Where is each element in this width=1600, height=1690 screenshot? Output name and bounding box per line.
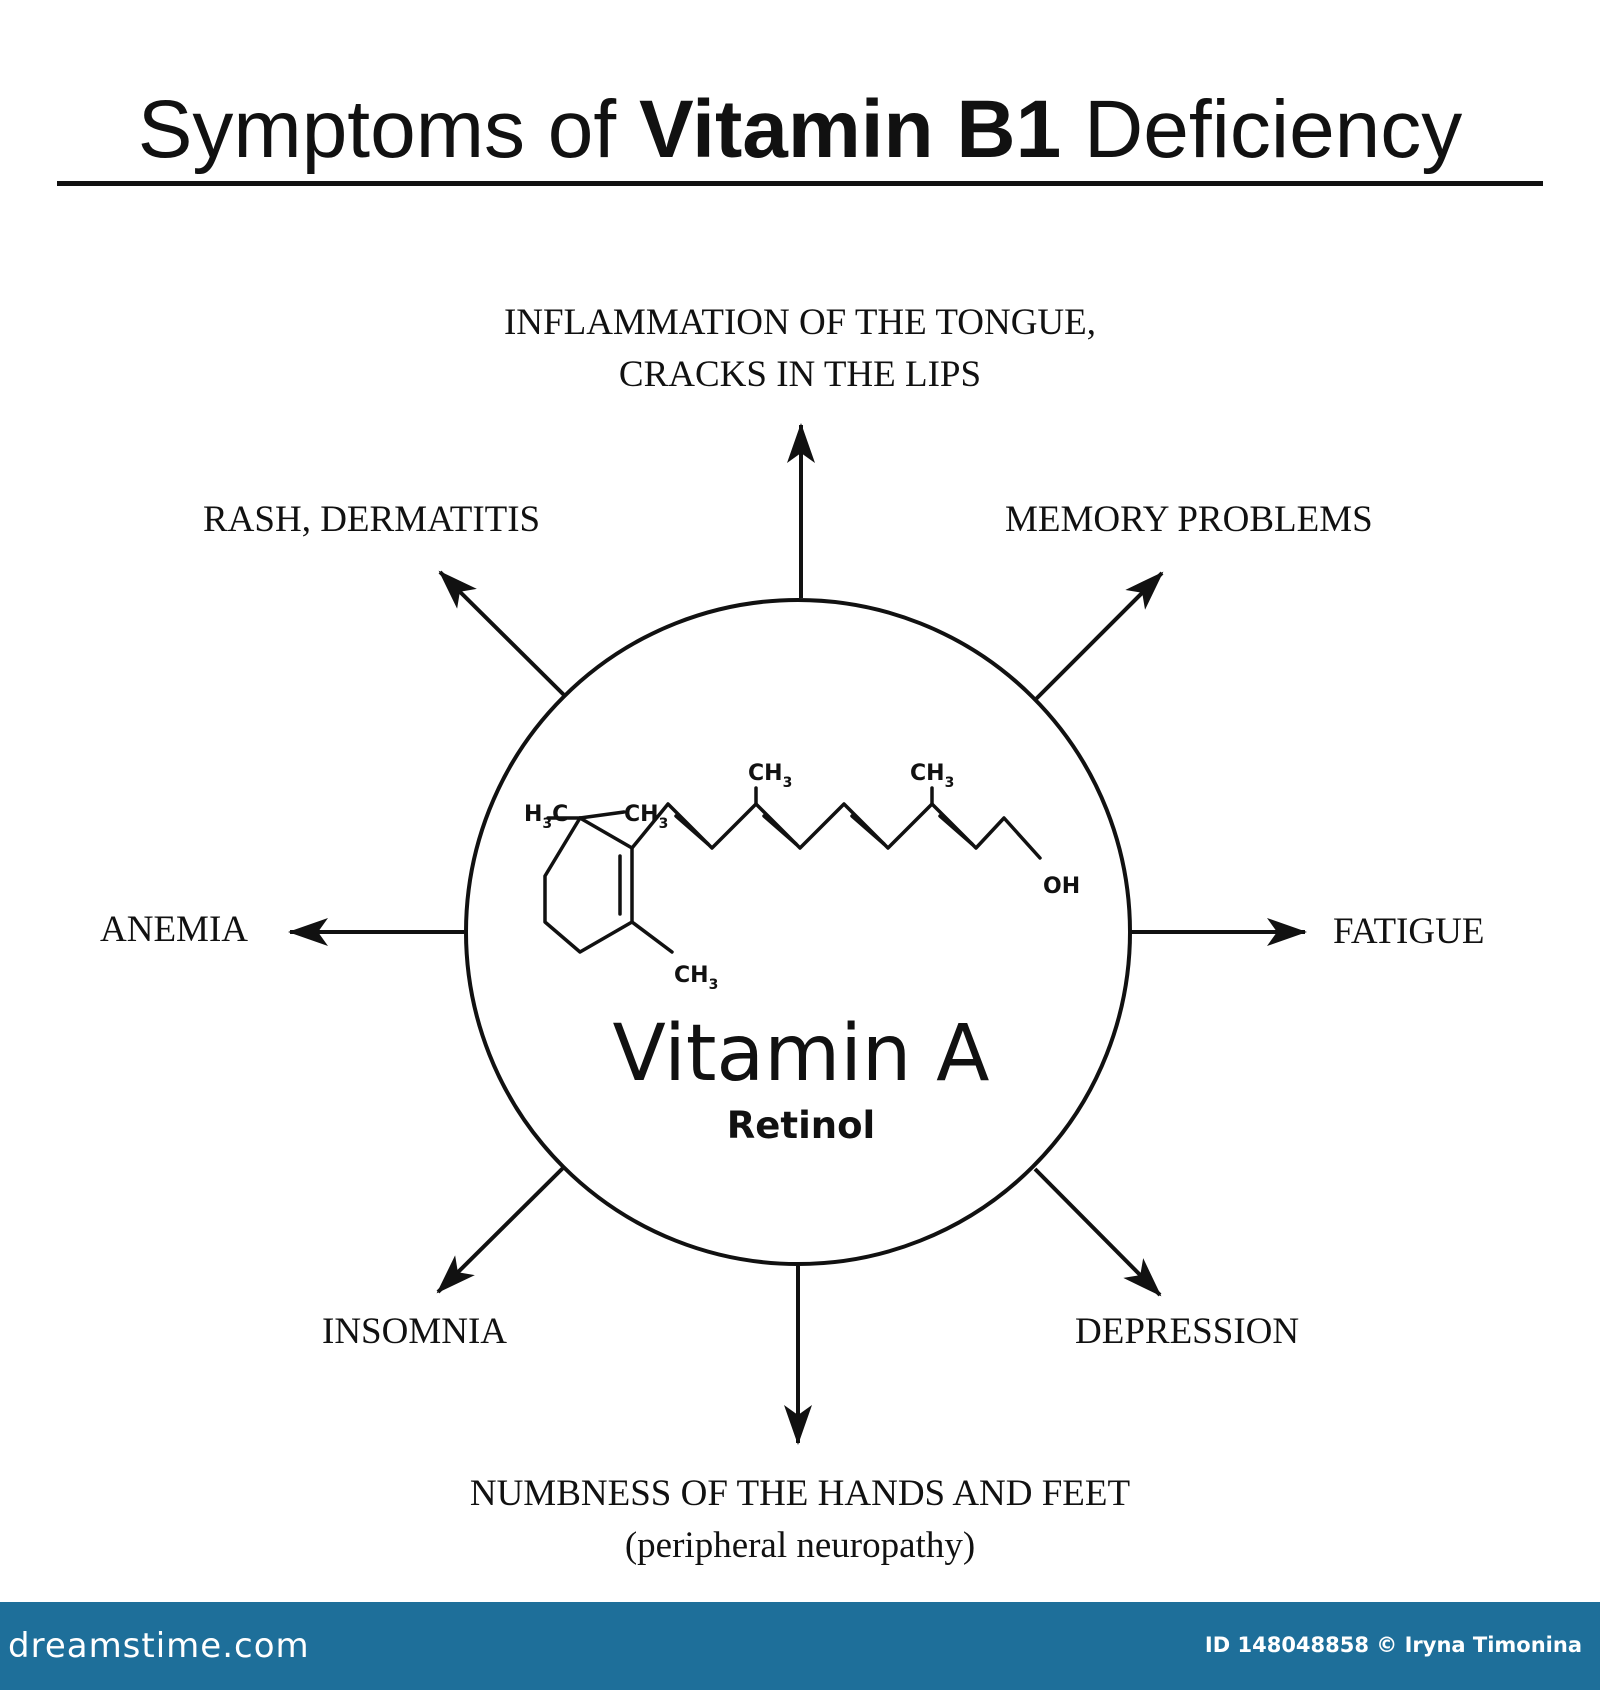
symptom-top-line-1: INFLAMMATION OF THE TONGUE,: [503, 302, 1097, 343]
formula-h3c: H3C: [524, 802, 568, 832]
title-underline: [57, 181, 1543, 186]
diagram-graphic: H3C CH3 CH3 CH3 CH3 OH Vitamin A Retinol: [288, 423, 1307, 1445]
symptom-top: INFLAMMATION OF THE TONGUE, CRACKS IN TH…: [400, 297, 1200, 401]
symptom-bottom-right: DEPRESSION: [1075, 1311, 1300, 1352]
formula-ch3-ring: CH3: [624, 802, 668, 832]
symptom-bottom-left: INSOMNIA: [322, 1311, 507, 1352]
formula-ch3-right: CH3: [910, 761, 954, 791]
page-title: Symptoms of Vitamin B1 Deficiency: [0, 80, 1600, 180]
formula-label-ch: CH: [674, 963, 709, 988]
symptom-bottom-line-2: (peripheral neuropathy): [624, 1525, 976, 1566]
formula-label-h: H: [524, 802, 542, 827]
arrow-bottom-right: [1033, 1167, 1162, 1297]
formula-label-sub3: 3: [783, 775, 793, 791]
symptom-top-right: MEMORY PROBLEMS: [1005, 499, 1373, 540]
formula-label-ch: CH: [748, 761, 783, 786]
title-bold: Vitamin B1: [638, 84, 1062, 175]
footer-bar: dreamstime.com ID 148048858 © Iryna Timo…: [0, 1602, 1600, 1690]
formula-label-ch: CH: [624, 802, 659, 827]
formula-label-c: C: [552, 802, 568, 827]
formula-ch3-bottom: CH3: [674, 963, 718, 993]
symptom-top-line-2: CRACKS IN THE LIPS: [618, 354, 982, 395]
arrow-top-right: [1033, 571, 1164, 702]
formula-label-sub3: 3: [659, 816, 669, 832]
formula-ch3-left: CH3: [748, 761, 792, 791]
symptom-bottom: NUMBNESS OF THE HANDS AND FEET (peripher…: [350, 1468, 1250, 1572]
title-prefix: Symptoms of: [137, 84, 639, 175]
retinol-structure: [543, 786, 1042, 954]
formula-label-sub3: 3: [542, 816, 552, 832]
title-suffix: Deficiency: [1061, 84, 1463, 175]
center-circle: [464, 598, 1132, 1266]
formula-label-ch: CH: [910, 761, 945, 786]
formula-label-sub3: 3: [709, 977, 719, 993]
formula-label-sub3: 3: [945, 775, 955, 791]
footer-logo[interactable]: dreamstime.com: [8, 1626, 310, 1666]
symptom-right: FATIGUE: [1333, 911, 1485, 952]
symptom-bottom-line-1: NUMBNESS OF THE HANDS AND FEET: [469, 1473, 1131, 1514]
arrow-bottom-left: [436, 1166, 565, 1294]
vitamin-name: Vitamin A: [613, 1009, 990, 1099]
footer-credit: ID 148048858 © Iryna Timonina: [1204, 1633, 1582, 1657]
vitamin-subtitle: Retinol: [727, 1104, 875, 1147]
formula-oh: OH: [1043, 874, 1080, 899]
symptom-left: ANEMIA: [100, 909, 248, 950]
arrow-top-left: [438, 570, 566, 697]
symptom-top-left: RASH, DERMATITIS: [203, 499, 541, 540]
